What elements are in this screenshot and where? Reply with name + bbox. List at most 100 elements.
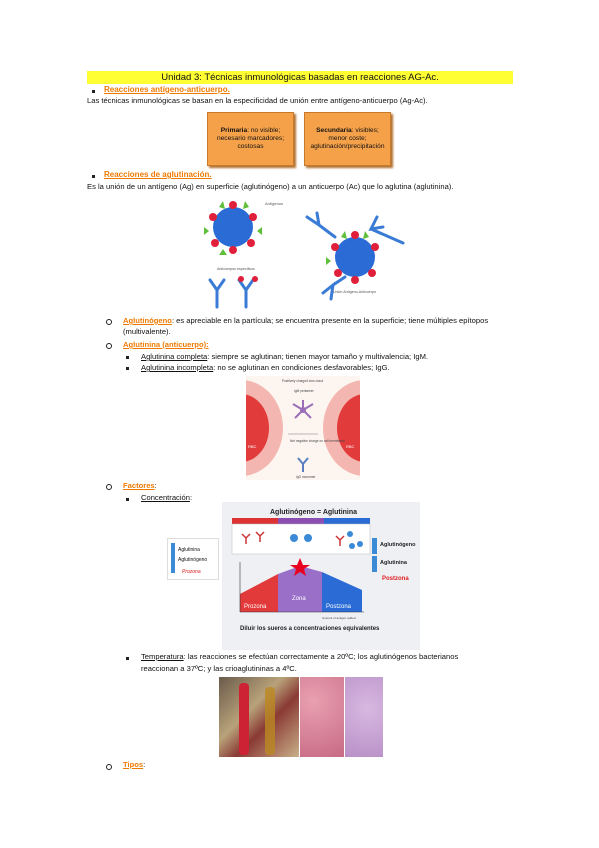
igm-igg-figure: RBC RBC Positively charged ions cloud Ig… bbox=[246, 376, 360, 480]
item-text: reaccionan a 37ºC; y las crioaglutininas… bbox=[141, 664, 297, 673]
chart-title: Aglutinógeno = Aglutinina bbox=[270, 509, 357, 516]
fig-label-antibodies: Anticuerpos específicos bbox=[217, 267, 255, 271]
fig-label: Positively charged ions cloud bbox=[282, 379, 323, 383]
zone-label-post: Postzona bbox=[326, 604, 352, 610]
concentracion-label: Concentración bbox=[141, 493, 190, 502]
chart-right-label: Aglutinina bbox=[380, 560, 408, 566]
side-label-prozona: Prozona bbox=[182, 569, 201, 575]
zone-label-pro: Prozona bbox=[244, 604, 267, 610]
antigen-dots bbox=[290, 531, 363, 549]
section-heading-agglutination: Reacciones de aglutinación. bbox=[104, 170, 212, 179]
tube bbox=[265, 687, 275, 755]
photo-tubes bbox=[219, 677, 299, 757]
photo-micro-1 bbox=[300, 677, 344, 757]
fig-label: IgM pentamer bbox=[294, 389, 315, 393]
antibody-icon bbox=[241, 531, 345, 546]
box-secundaria-title: Secundaria bbox=[316, 127, 352, 134]
antibody-icon bbox=[208, 278, 255, 309]
postzone-area bbox=[322, 572, 362, 612]
colon: : bbox=[189, 493, 193, 502]
box-text: menor coste; bbox=[328, 135, 367, 142]
item-text: : siempre se aglutinan; tienen mayor tam… bbox=[207, 352, 429, 361]
item-text: (multivalente). bbox=[123, 327, 171, 336]
temperatura-label: Temperatura bbox=[141, 652, 184, 661]
arrow-up-icon bbox=[171, 543, 175, 559]
aglutinina-label: Aglutinina (anticuerpo): bbox=[123, 340, 209, 349]
incompleta-label: Aglutinina incompleta bbox=[141, 363, 214, 372]
fig-label-antigens: Antígenos bbox=[265, 201, 283, 206]
item-aglutinina-incompleta: Aglutinina incompleta: no se aglutinan e… bbox=[141, 363, 390, 373]
antigen-dots bbox=[209, 201, 257, 254]
bullet bbox=[126, 356, 129, 359]
aglutinogeno-label: Aglutinógeno bbox=[123, 316, 172, 325]
zone-area bbox=[278, 566, 322, 612]
box-text: costosas bbox=[237, 143, 264, 150]
box-primaria-title: Primaria bbox=[220, 127, 248, 134]
bullet bbox=[126, 657, 129, 660]
bullet bbox=[92, 175, 95, 178]
agglutination-figure: Antígenos Anticuerpos específicos Unión … bbox=[204, 201, 405, 309]
item-aglutinogeno: Aglutinógeno: es apreciable en la partíc… bbox=[123, 316, 488, 326]
rbc-right bbox=[337, 394, 360, 462]
zone-header-mid bbox=[278, 518, 324, 524]
page-title: Unidad 3: Técnicas inmunológicas basadas… bbox=[87, 71, 513, 84]
item-text: : no se aglutinan en condiciones desfavo… bbox=[213, 363, 390, 372]
bullet-circle bbox=[106, 484, 112, 490]
paragraph: Las técnicas inmunológicas se basan en l… bbox=[87, 96, 428, 105]
colon: : bbox=[143, 760, 146, 769]
arrow-down-icon bbox=[372, 556, 377, 572]
concentracion-item: Concentración: bbox=[141, 493, 192, 503]
bullet bbox=[126, 367, 129, 370]
star-icon bbox=[290, 558, 310, 576]
fig-label: IgG monomer bbox=[296, 475, 316, 479]
bullet-circle bbox=[106, 343, 112, 349]
photo-micro-2 bbox=[345, 677, 383, 757]
complex-panels bbox=[231, 523, 371, 555]
bullet-circle bbox=[106, 319, 112, 325]
tipos-label: Tipos bbox=[123, 760, 144, 769]
side-label-aglutinina: Aglutinina bbox=[178, 547, 200, 553]
prozone-area bbox=[240, 574, 278, 612]
box-text: : visibles; bbox=[351, 127, 379, 134]
box-primaria: Primaria: no visible; necesario marcador… bbox=[207, 112, 294, 166]
item-text: : es apreciable en la partícula; se encu… bbox=[171, 316, 489, 325]
bullet-circle bbox=[106, 764, 112, 770]
box-text: necesario marcadores; bbox=[216, 135, 285, 142]
chart-bottom-label: Diluir los sueros a concentraciones equi… bbox=[240, 626, 380, 632]
chart-right-label: Aglutinógeno bbox=[380, 542, 416, 548]
temperatura-item: Temperatura: las reacciones se efectúan … bbox=[141, 652, 458, 662]
chart-right-postzona: Postzona bbox=[382, 576, 409, 582]
arrow-down-icon bbox=[171, 559, 175, 573]
igg-monomer-icon bbox=[297, 457, 309, 472]
fig-label: Net negative charge on cell membrane bbox=[290, 439, 345, 443]
rbc-left bbox=[246, 394, 269, 462]
bullet bbox=[92, 90, 95, 93]
tube bbox=[239, 683, 249, 755]
antigen-dots bbox=[331, 231, 379, 284]
box-text: aglutinación/precipitación bbox=[310, 143, 385, 150]
side-figure: Aglutinina Aglutinógeno Prozona bbox=[167, 538, 219, 580]
fig-label-union: Unión Antígeno-Anticuerpo bbox=[333, 290, 376, 294]
zone-header-post bbox=[324, 518, 370, 524]
cell bbox=[213, 207, 253, 247]
section-heading-antigen-antibody: Reacciones antígeno-anticuerpo. bbox=[104, 85, 230, 94]
factores-label: Factores bbox=[123, 481, 155, 490]
tipos-heading: Tipos: bbox=[123, 760, 145, 770]
colon: : bbox=[154, 481, 157, 490]
arrow-up-icon bbox=[372, 538, 377, 554]
antibody-icon bbox=[305, 211, 405, 301]
axis-label: Amount of antigen added bbox=[322, 616, 356, 620]
rbc-label: RBC bbox=[346, 444, 355, 449]
item-aglutinina-completa: Aglutinina completa: siempre se aglutina… bbox=[141, 352, 428, 362]
paragraph: Es la unión de un antígeno (Ag) en super… bbox=[87, 182, 454, 191]
box-text: : no visible; bbox=[247, 127, 281, 134]
igm-core bbox=[300, 407, 306, 413]
box-secundaria: Secundaria: visibles; menor coste; aglut… bbox=[304, 112, 391, 166]
cell bbox=[335, 237, 375, 277]
completa-label: Aglutinina completa bbox=[141, 352, 208, 361]
bullet bbox=[126, 498, 129, 501]
zone-header-pro bbox=[232, 518, 278, 524]
zone-label-mid: Zona bbox=[292, 596, 306, 602]
side-label-aglutinogeno: Aglutinógeno bbox=[178, 557, 208, 563]
prozone-figure: Aglutinógeno = Aglutinina Prozona Zona P… bbox=[222, 502, 420, 650]
